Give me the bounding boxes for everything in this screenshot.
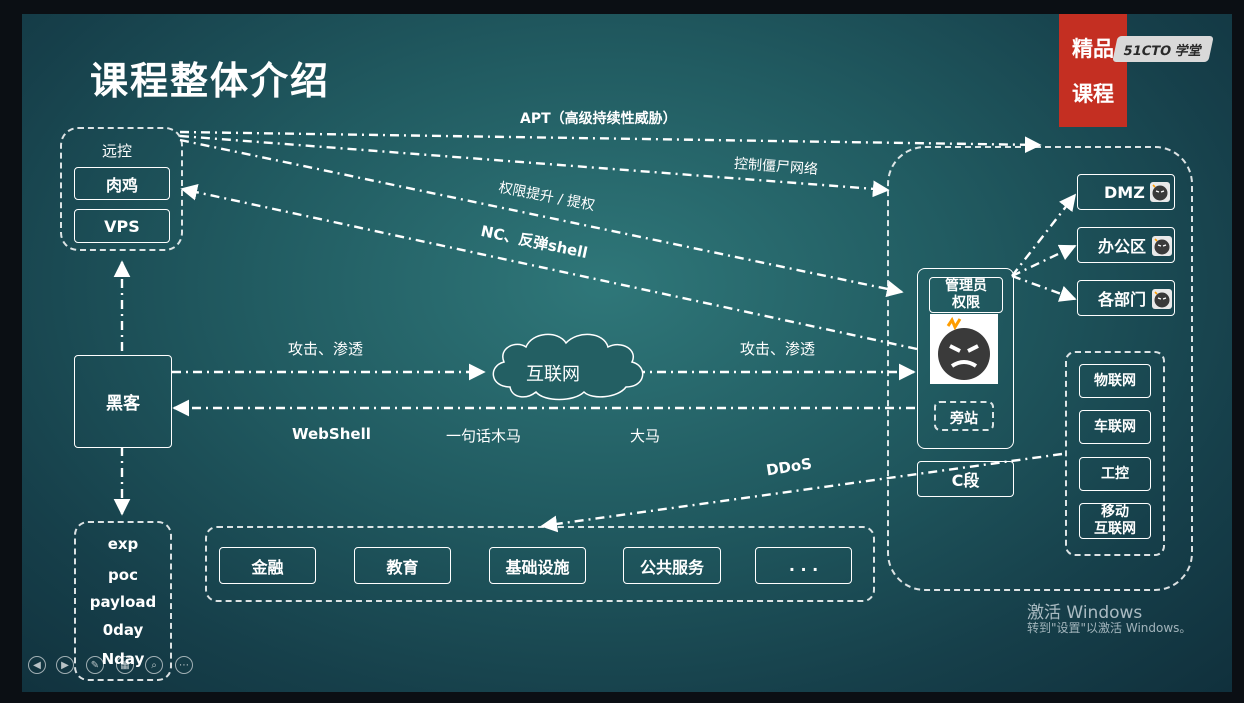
apt-arrow xyxy=(179,130,1042,154)
next-slide-icon[interactable]: ▶ xyxy=(56,656,74,674)
tools-group xyxy=(74,521,172,681)
remote-control-label: 远控 xyxy=(102,142,133,160)
slide: 课程整体介绍 远控 肉鸡 VPS 黑客 exp xyxy=(22,14,1232,692)
sector-more[interactable]: . . . xyxy=(755,547,852,584)
iot-group xyxy=(1065,351,1165,556)
big-trojan-label: 大马 xyxy=(630,427,661,445)
badge-line2: 课程 xyxy=(1072,81,1114,106)
tool-poc: poc xyxy=(108,566,138,584)
zoom-icon[interactable]: ⌕ xyxy=(145,656,163,674)
sectors-group xyxy=(205,526,875,602)
internet-cloud-shape xyxy=(492,333,644,401)
attack-label-right: 攻击、渗透 xyxy=(740,340,816,358)
vps-box[interactable]: VPS xyxy=(74,209,170,243)
server-box[interactable] xyxy=(917,268,1014,449)
c-segment-box[interactable]: C段 xyxy=(917,461,1014,497)
botnet-arrow xyxy=(179,134,890,198)
tool-payload: payload xyxy=(89,593,157,611)
zone-office[interactable]: 办公区 xyxy=(1077,227,1175,263)
privesc-arrow xyxy=(179,138,904,298)
target-network-group xyxy=(887,146,1193,591)
iot-industrial-control[interactable]: 工控 xyxy=(1079,457,1151,491)
office-bomb-icon xyxy=(1152,236,1172,256)
sector-infrastructure[interactable]: 基础设施 xyxy=(489,547,586,584)
zone-departments[interactable]: 各部门 xyxy=(1077,280,1175,316)
sector-education[interactable]: 教育 xyxy=(354,547,451,584)
featured-course-badge: 精品 课程 xyxy=(1059,14,1127,127)
iot-internet-of-things[interactable]: 物联网 xyxy=(1079,364,1151,398)
sector-public-service[interactable]: 公共服务 xyxy=(623,547,721,584)
attack-label-left: 攻击、渗透 xyxy=(288,340,364,358)
previous-slide-icon[interactable]: ◀ xyxy=(28,656,46,674)
angry-bomb-icon xyxy=(930,314,998,384)
arrows-layer xyxy=(113,130,1077,533)
activation-watermark-hint: 转到"设置"以激活 Windows。 xyxy=(1027,621,1192,635)
side-site-group xyxy=(934,401,994,431)
activation-watermark-title: 激活 Windows xyxy=(1027,603,1143,623)
slide-title: 课程整体介绍 xyxy=(90,59,331,103)
sector-finance[interactable]: 金融 xyxy=(219,547,316,584)
one-liner-label: 一句话木马 xyxy=(446,427,522,445)
zone-dmz[interactable]: DMZ xyxy=(1077,174,1175,210)
slides-grid-icon[interactable]: ▦ xyxy=(116,656,134,674)
51cto-logo: 51CTO 学堂 xyxy=(1112,36,1214,62)
to-dmz-arrow xyxy=(1011,193,1077,277)
internet-label: 互联网 xyxy=(526,364,580,385)
remote-control-group xyxy=(60,127,183,251)
iot-connected-vehicles[interactable]: 车联网 xyxy=(1079,410,1151,444)
nc-reverse-arrow xyxy=(180,184,918,351)
tool-0day: 0day xyxy=(102,621,144,639)
departments-bomb-icon xyxy=(1152,289,1172,309)
zombie-host-box[interactable]: 肉鸡 xyxy=(74,167,170,200)
side-site-label: 旁站 xyxy=(950,411,978,427)
apt-label: APT（高级持续性威胁） xyxy=(520,111,677,127)
badge-line1: 精品 xyxy=(1072,37,1114,62)
pen-icon[interactable]: ✎ xyxy=(86,656,104,674)
hacker-box[interactable]: 黑客 xyxy=(74,355,172,448)
ddos-arrow xyxy=(540,452,1063,533)
dmz-bomb-icon xyxy=(1150,182,1170,202)
tool-exp: exp xyxy=(107,535,139,553)
more-options-icon[interactable]: ⋯ xyxy=(175,656,193,674)
webshell-label: WebShell xyxy=(292,425,371,443)
admin-privilege-box[interactable]: 管理员 权限 xyxy=(929,277,1003,313)
iot-mobile-internet[interactable]: 移动 互联网 xyxy=(1079,503,1151,539)
